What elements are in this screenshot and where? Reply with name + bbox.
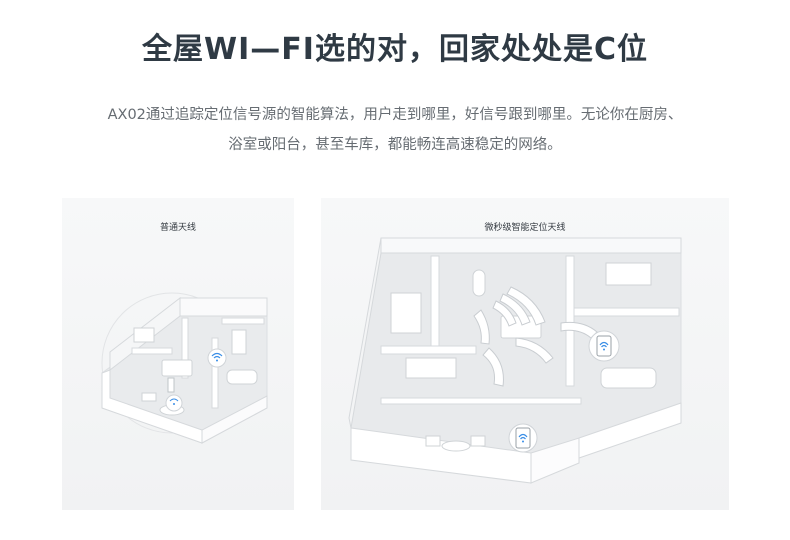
description: AX02通过追踪定位信号源的智能算法，用户走到哪里，好信号跟到哪里。无论你在厨房… — [60, 100, 730, 160]
smart-antenna-panel: 微秒级智能定位天线 — [321, 198, 729, 510]
regular-floorplan-illustration — [101, 292, 268, 444]
wifi-phone-icon — [588, 330, 620, 362]
wifi-phone-icon — [508, 423, 538, 453]
wifi-badge-icon — [165, 394, 183, 412]
regular-antenna-panel: 普通天线 — [62, 198, 294, 510]
smart-antenna-label: 微秒级智能定位天线 — [484, 223, 566, 233]
wifi-badge-icon — [207, 348, 227, 368]
description-line-1: AX02通过追踪定位信号源的智能算法，用户走到哪里，好信号跟到哪里。无论你在厨房… — [107, 107, 683, 123]
page-headline: 全屋WI—FI选的对，回家处处是C位 — [142, 32, 648, 67]
router-body — [167, 377, 175, 393]
description-line-2: 浴室或阳台，甚至车库，都能畅连高速稳定的网络。 — [228, 137, 562, 153]
smart-floorplan-illustration — [348, 237, 682, 484]
signal-beam-arcs — [473, 286, 598, 387]
regular-antenna-label: 普通天线 — [159, 223, 196, 233]
